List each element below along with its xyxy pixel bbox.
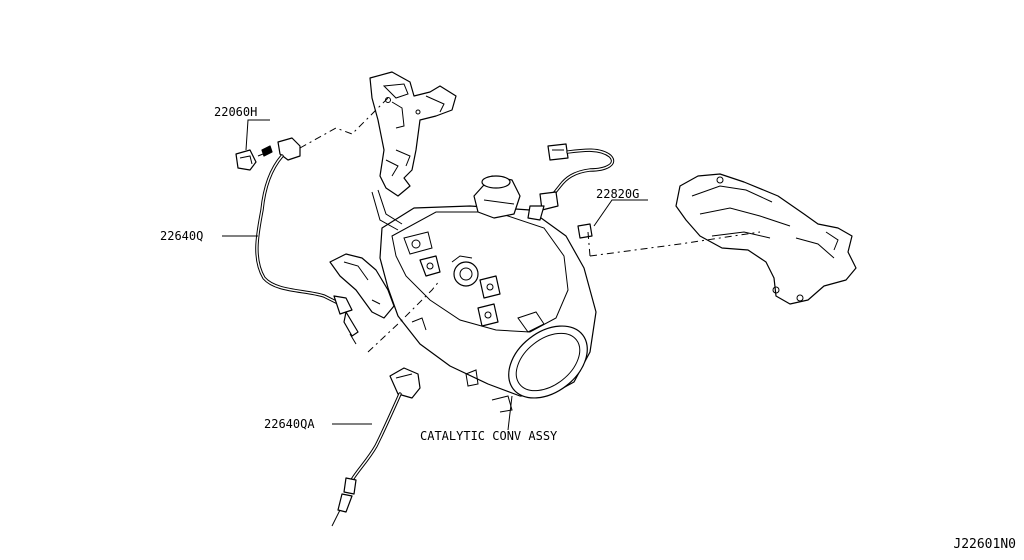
label-catalytic-conv-assy: CATALYTIC CONV ASSY [420,429,558,443]
assembly-lines [299,97,761,353]
label-22640q: 22640Q [160,229,203,243]
sensor-22640q[interactable] [255,137,359,345]
right-heat-shield[interactable] [675,173,857,305]
leader-lines [222,119,648,431]
label-22060h: 22060H [214,105,257,119]
label-22640qa: 22640QA [264,417,315,431]
label-22820g: 22820G [596,187,639,201]
diagram-code: J22601N0 [953,537,1016,552]
upper-bracket[interactable] [369,71,457,197]
sensor-22060h[interactable] [235,145,273,171]
catalytic-converter[interactable] [329,175,601,413]
sensor-22640qa[interactable] [331,367,421,527]
